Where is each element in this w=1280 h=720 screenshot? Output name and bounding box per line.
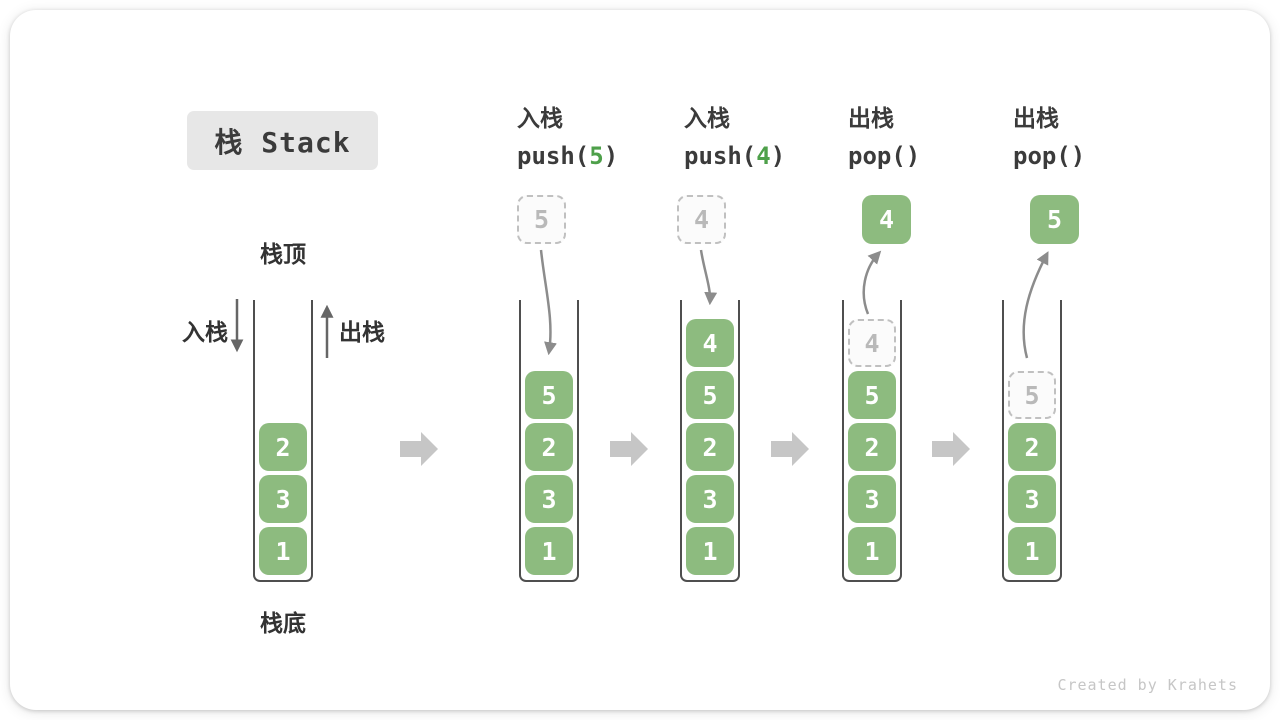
- code-text: pop(): [1013, 142, 1086, 170]
- op-title: 入栈: [684, 106, 730, 132]
- code-text: ): [770, 142, 786, 170]
- stack-cell: 1: [848, 527, 896, 575]
- title-badge: 栈 Stack: [187, 111, 378, 170]
- stack-cell: 3: [686, 475, 734, 523]
- title-badge-label: 栈 Stack: [214, 125, 351, 159]
- stack-cell: 4: [686, 319, 734, 367]
- stack-cell-ghost: 4: [848, 319, 896, 367]
- code-text: ): [603, 142, 619, 170]
- op-title: 出栈: [848, 106, 894, 132]
- op-code: pop(): [848, 142, 920, 170]
- stack-top-label: 栈顶: [260, 242, 306, 268]
- op-code: pop(): [1013, 142, 1085, 170]
- stack-cell: 3: [525, 475, 573, 523]
- floating-element-popped: 4: [862, 195, 911, 244]
- pop-side-label: 出栈: [339, 320, 385, 346]
- stack-cell: 3: [259, 475, 307, 523]
- op-label-push-4: 入栈 push(4): [684, 106, 785, 170]
- code-text: push(: [517, 142, 590, 170]
- stack-cell: 2: [686, 423, 734, 471]
- floating-element-ghost: 4: [677, 195, 726, 244]
- stack-cell: 5: [686, 371, 734, 419]
- code-text: pop(): [848, 142, 921, 170]
- op-code: push(5): [517, 142, 618, 170]
- code-text: push(: [684, 142, 757, 170]
- stack-cell: 1: [259, 527, 307, 575]
- floating-element-popped: 5: [1030, 195, 1079, 244]
- push-side-label: 入栈: [182, 320, 228, 346]
- stack-cell: 2: [259, 423, 307, 471]
- watermark: Created by Krahets: [1057, 676, 1238, 694]
- stack-cell: 2: [525, 423, 573, 471]
- code-arg: 4: [756, 142, 771, 170]
- stack-cell: 1: [686, 527, 734, 575]
- stack-cell: 2: [1008, 423, 1056, 471]
- stack-cell: 2: [848, 423, 896, 471]
- stack-cell: 1: [525, 527, 573, 575]
- op-code: push(4): [684, 142, 785, 170]
- op-label-push-5: 入栈 push(5): [517, 106, 618, 170]
- floating-element-ghost: 5: [517, 195, 566, 244]
- op-label-pop-5: 出栈 pop(): [1013, 106, 1085, 170]
- stack-cell: 5: [848, 371, 896, 419]
- stack-bottom-label: 栈底: [260, 611, 306, 637]
- stack-cell-ghost: 5: [1008, 371, 1056, 419]
- stack-cell: 3: [848, 475, 896, 523]
- op-title: 出栈: [1013, 106, 1059, 132]
- stack-cell: 1: [1008, 527, 1056, 575]
- op-label-pop-4: 出栈 pop(): [848, 106, 920, 170]
- op-title: 入栈: [517, 106, 563, 132]
- stack-cell: 5: [525, 371, 573, 419]
- code-arg: 5: [589, 142, 604, 170]
- stack-cell: 3: [1008, 475, 1056, 523]
